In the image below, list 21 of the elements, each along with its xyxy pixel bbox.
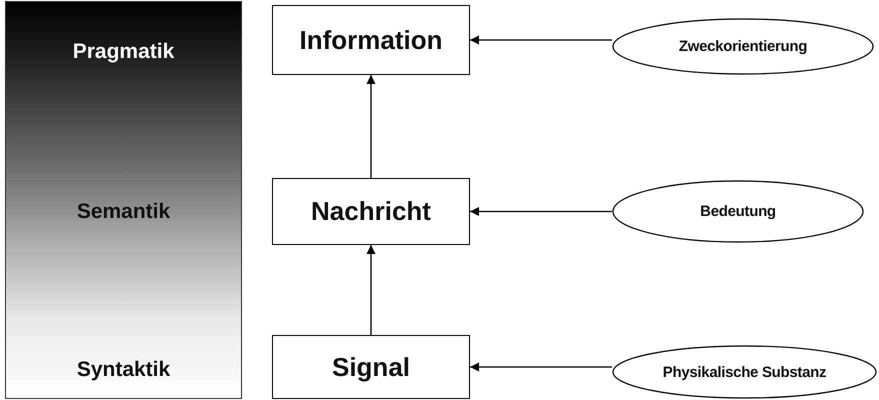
arrow	[470, 207, 612, 216]
node-label: Bedeutung	[700, 203, 776, 220]
level-label: Pragmatik	[72, 40, 176, 64]
arrow	[366, 75, 376, 178]
level-label: Semantik	[76, 200, 172, 224]
ellipse-node	[612, 345, 877, 399]
arrow	[470, 362, 612, 372]
node-label: Signal	[332, 352, 410, 382]
node-label: Physikalische Substanz	[662, 364, 826, 380]
node-label: Information	[300, 24, 442, 56]
ellipse-node	[612, 180, 864, 243]
arrow	[470, 36, 612, 44]
ellipse-node	[612, 18, 874, 75]
node-label: Zweckorientierung	[678, 38, 808, 55]
arrow	[366, 245, 376, 335]
level-label: Syntaktik	[76, 358, 172, 382]
gradient-band	[5, 1, 242, 399]
process-box	[272, 5, 470, 75]
node-label: Nachricht	[311, 196, 431, 227]
process-box	[272, 178, 470, 245]
process-box	[272, 335, 470, 399]
